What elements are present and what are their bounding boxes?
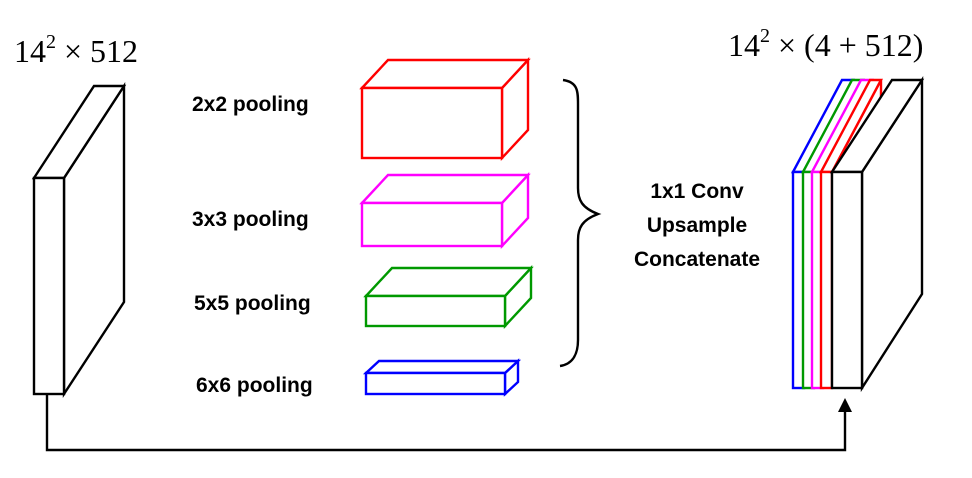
skip-connection-arrowhead xyxy=(838,398,852,412)
pooling-box-5x5-front xyxy=(364,294,507,328)
pooling-box-6x6-top xyxy=(362,359,522,375)
output-feature-map xyxy=(791,75,925,393)
curly-brace xyxy=(559,78,602,368)
pooling-box-5x5 xyxy=(363,264,534,330)
pooling-box-2x2 xyxy=(359,56,531,162)
pooling-label-2x2: 2x2 pooling xyxy=(192,93,309,116)
pooling-box-2x2-front xyxy=(360,86,504,160)
input-feature-map xyxy=(31,81,127,399)
pooling-box-3x3-front xyxy=(360,201,504,248)
input-size-label: 142 × 512 xyxy=(14,31,138,69)
pooling-label-3x3: 3x3 pooling xyxy=(192,208,309,231)
operation-concatenate: Concatenate xyxy=(634,248,760,271)
pooling-label-6x6: 6x6 pooling xyxy=(196,374,313,397)
pooling-box-5x5-top xyxy=(363,266,534,298)
output-size-label: 142 × (4 + 512) xyxy=(728,25,923,63)
pooling-box-3x3 xyxy=(359,171,531,250)
operation-conv: 1x1 Conv xyxy=(650,180,744,203)
pooling-box-2x2-top xyxy=(359,58,531,90)
pooling-label-5x5: 5x5 pooling xyxy=(194,292,311,315)
operation-upsample: Upsample xyxy=(647,214,747,237)
pooling-box-3x3-top xyxy=(359,173,531,205)
skip-connection-line xyxy=(45,394,847,452)
pooling-box-6x6-front xyxy=(364,371,507,396)
input-block-front xyxy=(32,176,66,396)
output-layer-original xyxy=(829,75,925,393)
pooling-box-6x6 xyxy=(362,358,522,397)
